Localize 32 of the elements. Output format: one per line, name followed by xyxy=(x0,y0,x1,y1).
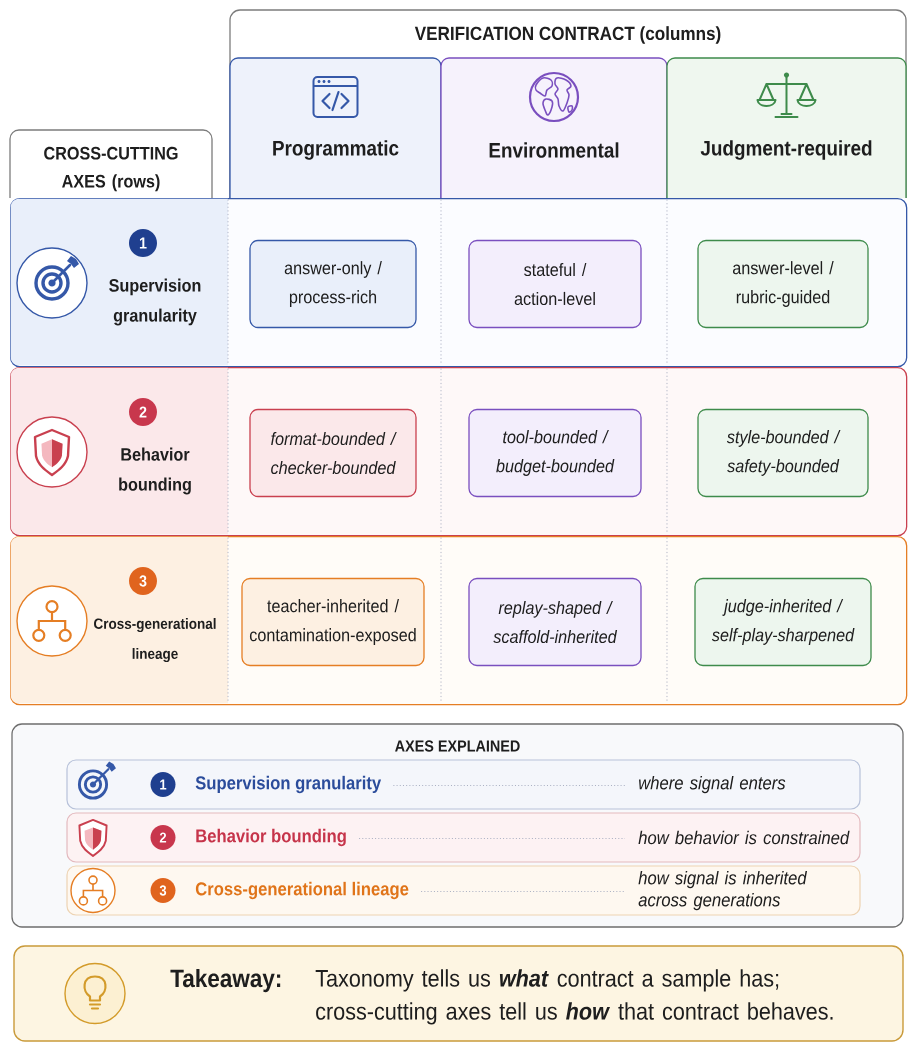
term-box: judge-inherited / self-play-sharpened xyxy=(694,577,872,667)
panel-title: VERIFICATION CONTRACT (columns) xyxy=(414,26,721,44)
row-title: Cross-generational lineage xyxy=(94,618,216,663)
term-box: tool-bounded / budget-bounded xyxy=(468,408,642,498)
axis-description: how signal is inherited across generations xyxy=(638,870,808,911)
takeaway-label: Takeaway: xyxy=(170,968,281,993)
axis-name: Behavior bounding xyxy=(196,828,346,847)
takeaway-text: Taxonomy tells us what contract a sample has; cross-cutting axes tell us how that contract behaves. xyxy=(315,969,833,1025)
term-box: teacher-inherited / contamination-exposed xyxy=(241,577,425,667)
axis-description: where signal enters xyxy=(639,775,786,794)
row-title: Behavior bounding xyxy=(119,447,191,495)
number-badge: 3 xyxy=(150,878,176,903)
header-box: CROSS-CUTTING AXES (rows) xyxy=(9,129,213,199)
term-box: answer-level / rubric-guided xyxy=(697,239,869,329)
axis-description: how behavior is constrained xyxy=(638,830,850,845)
number-badge: 2 xyxy=(129,398,157,426)
column-header: Judgment-required xyxy=(666,57,907,199)
term-box: format-bounded / checker-bounded xyxy=(249,408,417,498)
term-box: stateful / action-level xyxy=(468,239,642,329)
row-title: Supervision granularity xyxy=(109,278,201,326)
term-box: answer-only / process-rich xyxy=(249,239,417,329)
number-badge: 3 xyxy=(129,567,157,595)
term-box: replay-shaped / scaffold-inherited xyxy=(468,577,642,667)
number-badge: 2 xyxy=(150,825,176,850)
number-badge: 1 xyxy=(129,229,157,257)
axis-name: Supervision granularity xyxy=(195,775,382,794)
column-header: Programmatic xyxy=(229,57,442,199)
axis-name: Cross-generational lineage xyxy=(195,881,409,900)
number-badge: 1 xyxy=(150,772,176,797)
term-box: style-bounded / safety-bounded xyxy=(697,408,869,498)
column-header: Environmental xyxy=(440,57,668,199)
panel-title: AXES EXPLAINED xyxy=(395,740,520,752)
